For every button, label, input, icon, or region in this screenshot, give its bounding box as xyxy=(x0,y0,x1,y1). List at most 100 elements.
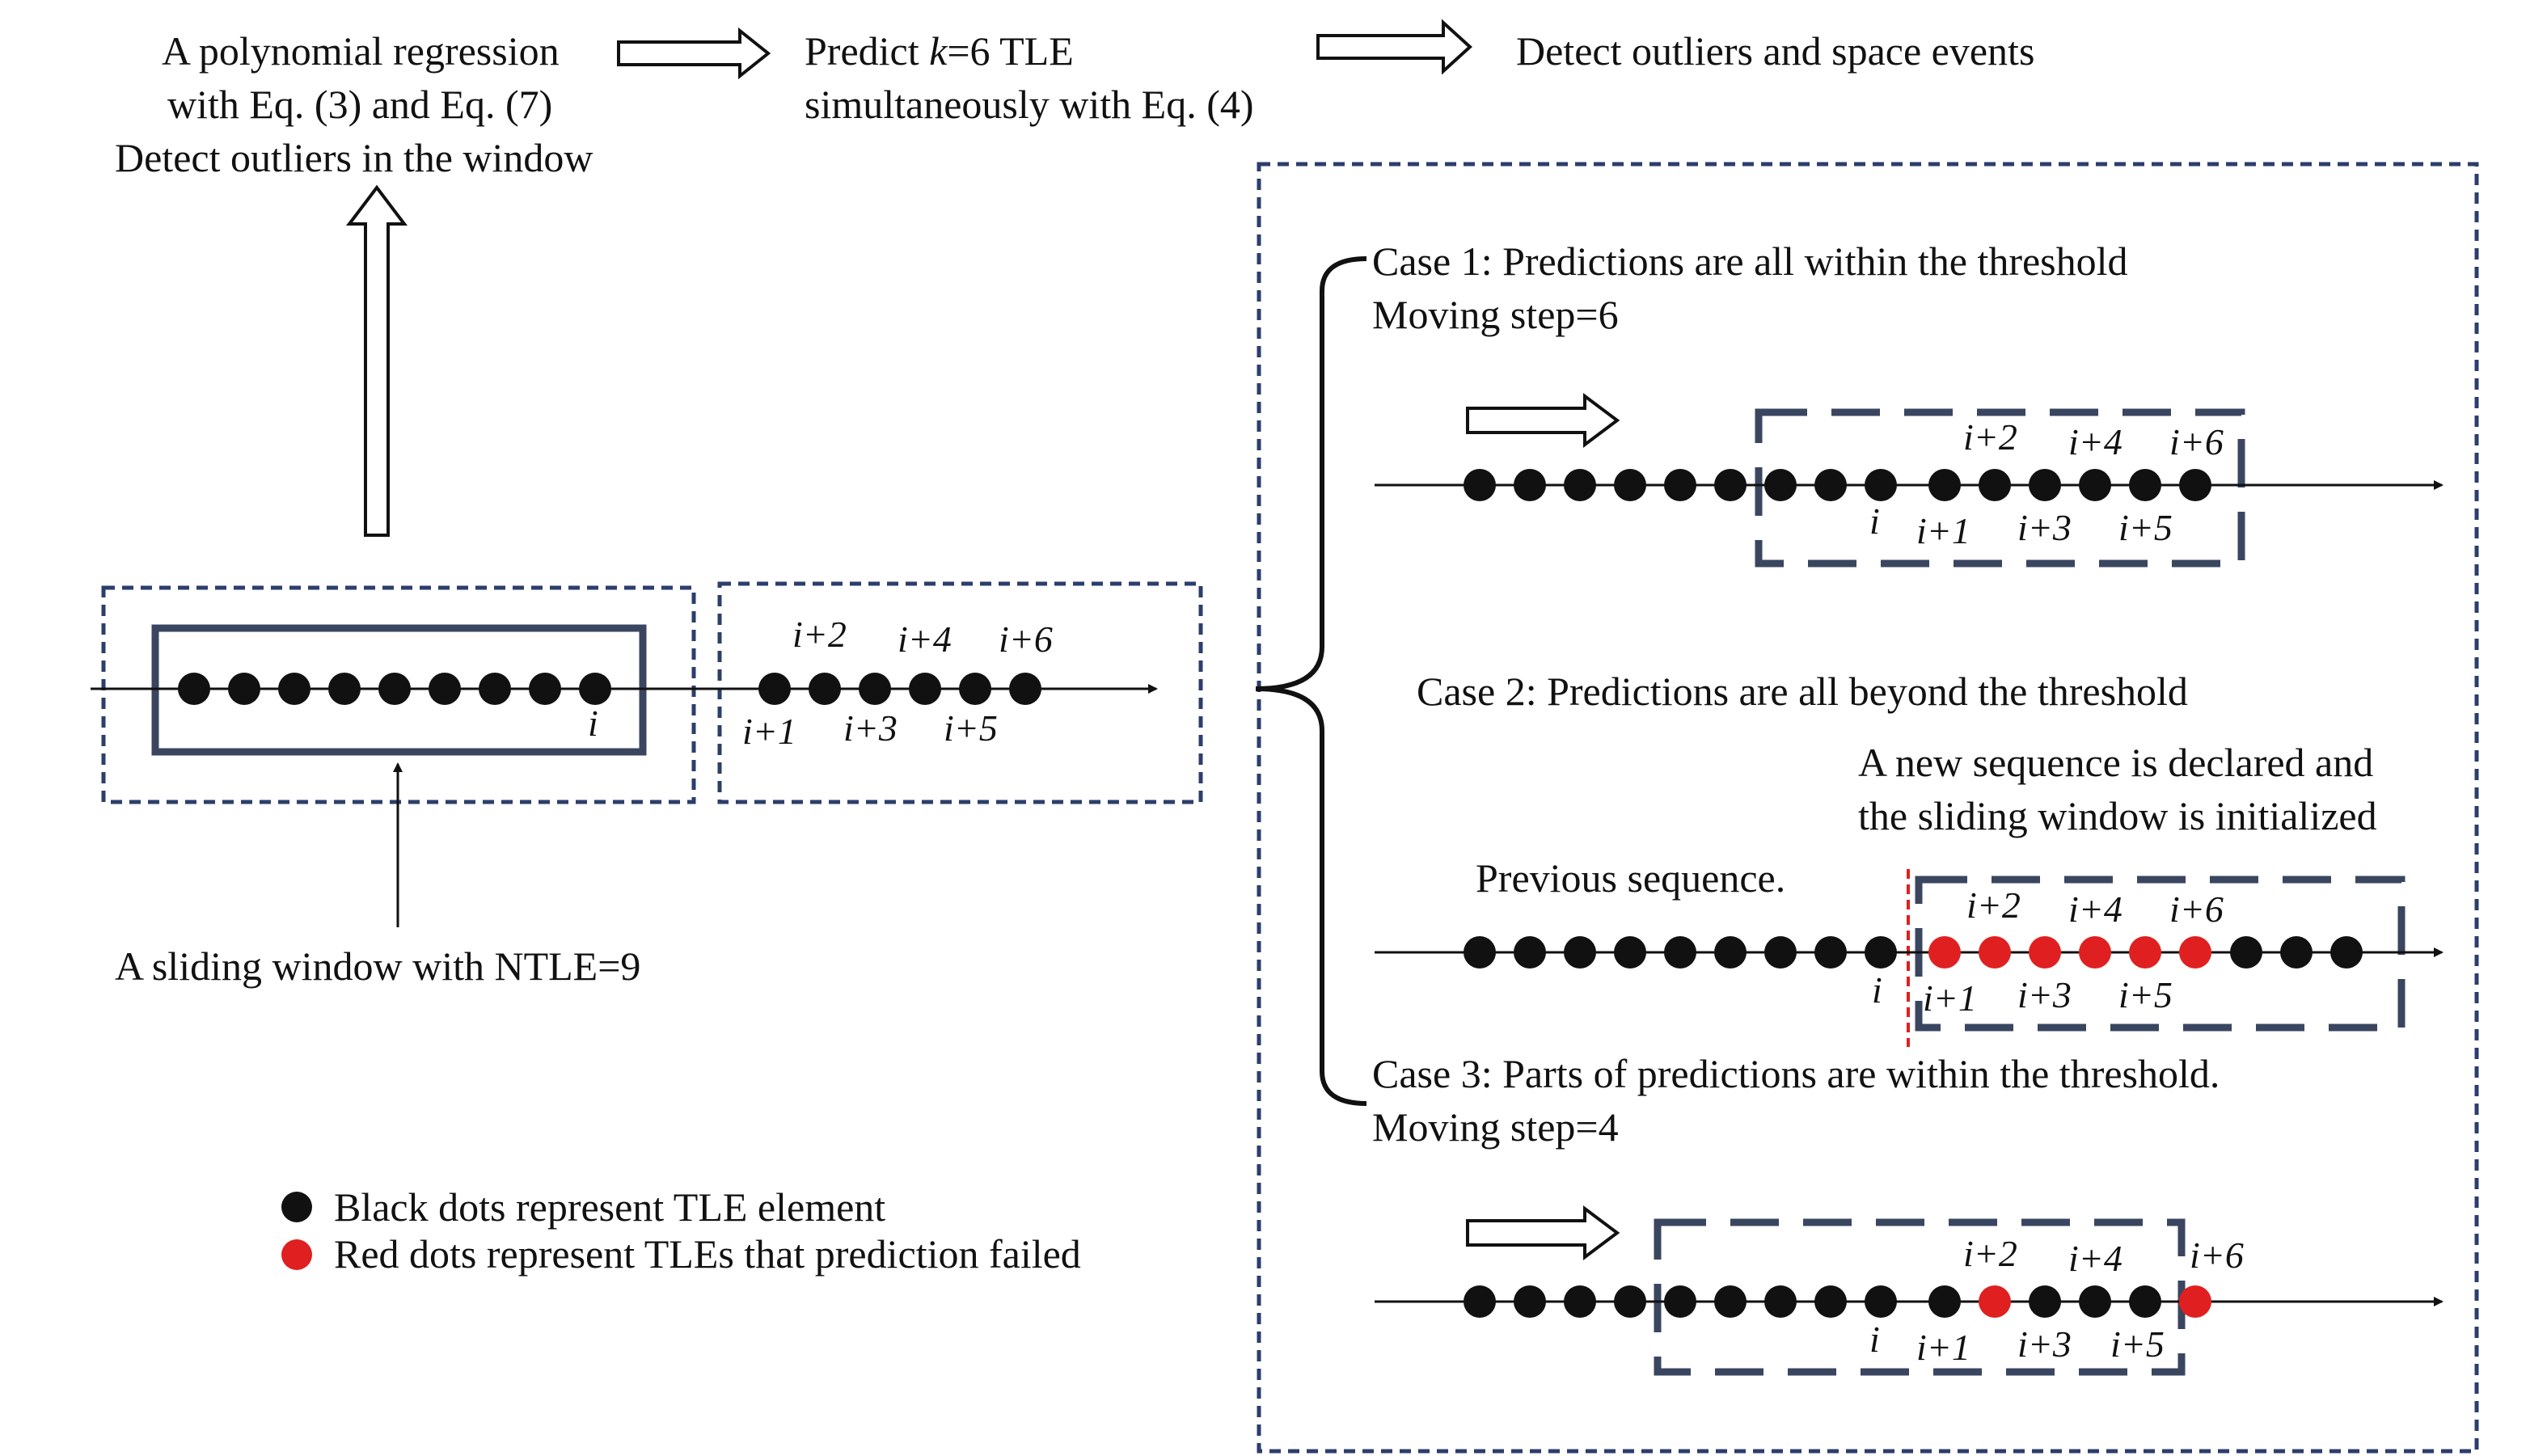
case2-note-line2: the sliding window is initialized xyxy=(1858,793,2377,838)
tle-dot xyxy=(1928,469,1961,501)
left-label-i1: i+1 xyxy=(742,711,796,752)
cases-brace xyxy=(1255,256,1367,1106)
tle-dot xyxy=(859,673,891,705)
tle-dot xyxy=(2029,1285,2061,1318)
tle-dot xyxy=(1614,469,1646,501)
legend-red-label: Red dots represent TLEs that prediction … xyxy=(334,1231,1081,1277)
step3-label: Detect outliers and space events xyxy=(1516,28,2034,74)
tle-dot xyxy=(1865,1285,1897,1318)
tle-dot xyxy=(1764,936,1797,969)
tle-dot xyxy=(228,673,260,705)
case2-label-i6: i+6 xyxy=(2169,888,2224,930)
tle-dot xyxy=(1814,469,1847,501)
case2-label-i4: i+4 xyxy=(2068,888,2122,930)
case3-move-arrow xyxy=(1466,1205,1620,1260)
case2-label-i: i xyxy=(1872,969,1882,1011)
case2-label-i1: i+1 xyxy=(1923,977,1977,1019)
case1-label-i3: i+3 xyxy=(2017,507,2072,548)
tle-dot xyxy=(1664,936,1696,969)
tle-dot xyxy=(178,673,210,705)
tle-dot xyxy=(328,673,361,705)
prediction-dashed-box xyxy=(717,581,1203,804)
tle-dot xyxy=(758,673,791,705)
left-label-i6: i+6 xyxy=(999,618,1053,660)
case2-dots xyxy=(1464,936,2363,969)
failed-tle-dot xyxy=(2179,936,2211,969)
tle-dot xyxy=(479,673,511,705)
failed-tle-dot xyxy=(1928,936,1961,969)
legend-black-label: Black dots represent TLE element xyxy=(334,1184,885,1230)
left-label-i3: i+3 xyxy=(843,707,898,749)
case3-label-i4: i+4 xyxy=(2068,1238,2122,1279)
tle-dot xyxy=(1514,1285,1546,1318)
case2-previous-label: Previous sequence. xyxy=(1476,855,1785,901)
step1-line1: A polynomial regression xyxy=(162,28,560,74)
step2-line2: simultaneously with Eq. (4) xyxy=(805,82,1254,127)
left-label-i5: i+5 xyxy=(944,707,998,749)
tle-dot xyxy=(1865,936,1897,969)
tle-dot xyxy=(1714,936,1747,969)
case1-move-arrow xyxy=(1466,393,1620,448)
tle-dot xyxy=(1614,936,1646,969)
case1-dots xyxy=(1464,469,2211,501)
tle-dot xyxy=(2129,469,2161,501)
case2-title: Case 2: Predictions are all beyond the t… xyxy=(1417,669,2188,714)
tle-dot xyxy=(1464,936,1496,969)
flow-arrow-1 xyxy=(617,27,771,80)
case1-label-i1: i+1 xyxy=(1916,510,1970,551)
case3-label-i6: i+6 xyxy=(2190,1234,2244,1276)
tle-dot xyxy=(909,673,941,705)
case1-label-i4: i+4 xyxy=(2068,421,2122,462)
failed-tle-dot xyxy=(1979,936,2011,969)
case3-dots xyxy=(1464,1285,2211,1318)
tle-dot xyxy=(1664,469,1696,501)
tle-dot xyxy=(2230,936,2262,969)
tle-dot xyxy=(2079,469,2111,501)
case3-label-i1: i+1 xyxy=(1916,1327,1970,1368)
case2-label-i3: i+3 xyxy=(2017,974,2072,1015)
failed-tle-dot xyxy=(2079,936,2111,969)
tle-dot xyxy=(1464,1285,1496,1318)
tle-dot xyxy=(2129,1285,2161,1318)
tle-dot xyxy=(2029,469,2061,501)
case3-label-i5: i+5 xyxy=(2110,1323,2165,1365)
tle-dot xyxy=(2330,936,2363,969)
tle-dot xyxy=(1865,469,1897,501)
step2-line1: Predict k=6 TLE xyxy=(805,28,1074,74)
tle-dot xyxy=(378,673,411,705)
case1-label-i2: i+2 xyxy=(1963,416,2017,458)
tle-dot xyxy=(2179,469,2211,501)
tle-dot xyxy=(1514,469,1546,501)
left-dots xyxy=(178,673,1041,705)
tle-dot xyxy=(1814,1285,1847,1318)
left-i-label: i xyxy=(588,703,598,744)
tle-dot xyxy=(579,673,611,705)
case1-window-box xyxy=(1755,408,2245,568)
tle-dot xyxy=(2179,1285,2211,1318)
legend-black-dot xyxy=(281,1192,312,1222)
tle-dot xyxy=(1979,1285,2011,1318)
case3-label-i2: i+2 xyxy=(1963,1233,2017,1274)
tle-dot xyxy=(1814,936,1847,969)
tle-dot xyxy=(1979,469,2011,501)
left-label-i4: i+4 xyxy=(898,618,952,660)
case3-title: Case 3: Parts of predictions are within … xyxy=(1372,1051,2220,1096)
tle-dot xyxy=(1564,936,1596,969)
tle-dot xyxy=(809,673,841,705)
tle-dot xyxy=(278,673,310,705)
case3-label-i: i xyxy=(1869,1319,1880,1360)
tle-dot xyxy=(1664,1285,1696,1318)
flow-arrow-2 xyxy=(1316,19,1472,75)
tle-dot xyxy=(2079,1285,2111,1318)
case2-label-i2: i+2 xyxy=(1966,884,2021,926)
case2-label-i5: i+5 xyxy=(2118,974,2173,1015)
window-caption: A sliding window with NTLE=9 xyxy=(115,943,640,989)
cases-panel xyxy=(1257,162,2479,1454)
tle-dot xyxy=(1564,469,1596,501)
tle-dot xyxy=(1928,1285,1961,1318)
tle-dot xyxy=(1714,469,1747,501)
tle-dot xyxy=(1564,1285,1596,1318)
legend-red-dot xyxy=(281,1239,312,1270)
failed-tle-dot xyxy=(2029,936,2061,969)
